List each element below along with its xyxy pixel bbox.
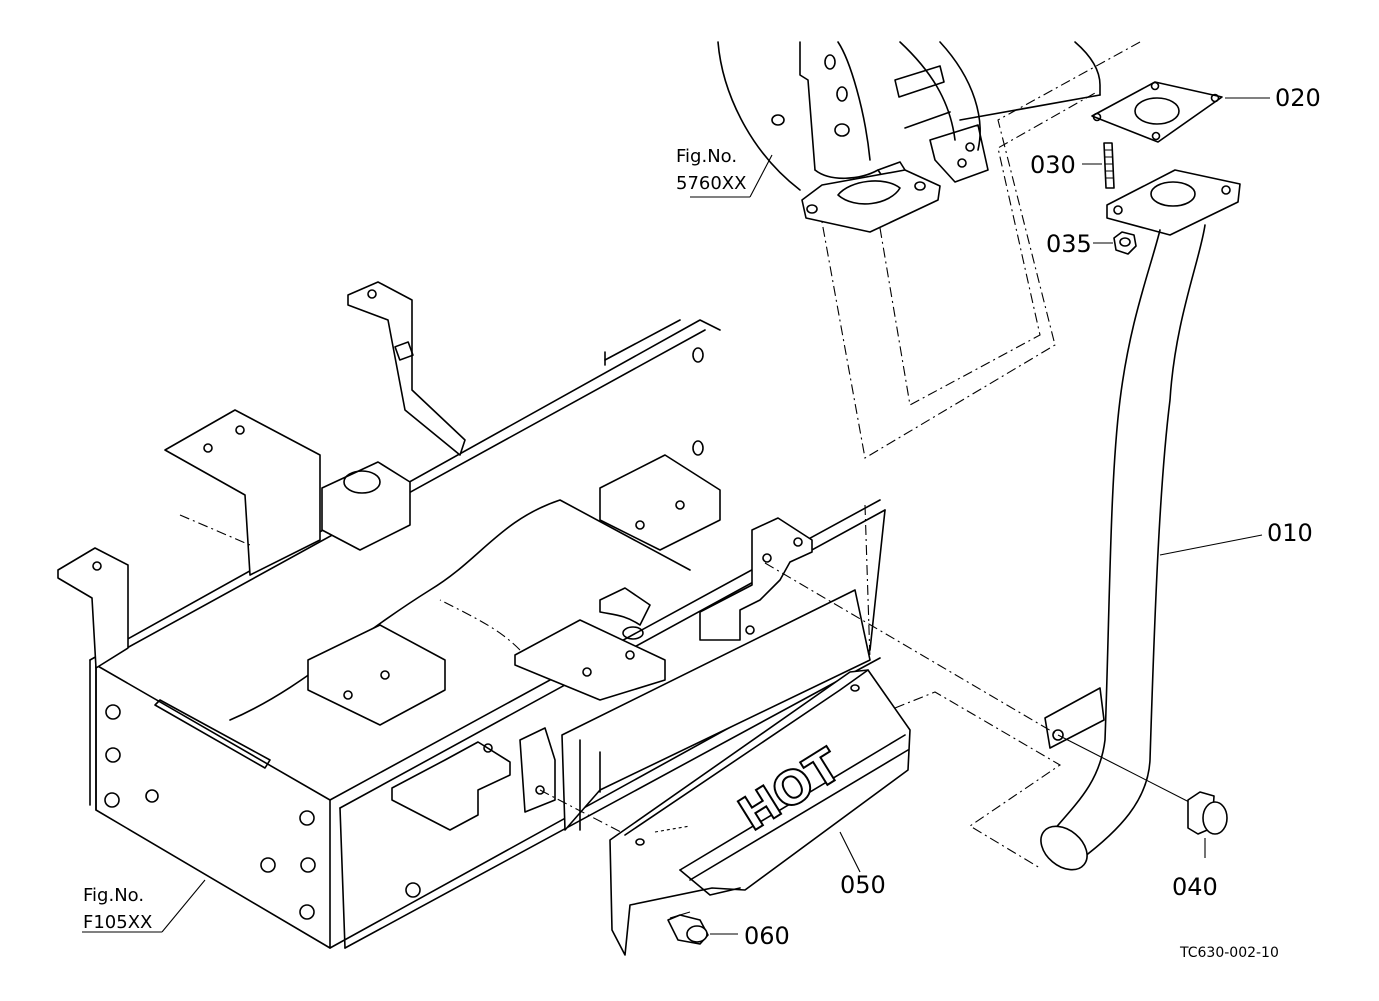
part-number-050: 050 [840, 871, 886, 899]
fig-ref-frame-line2: F105XX [83, 912, 152, 933]
bolt-040 [1187, 791, 1228, 858]
heat-shield-050: HOT [609, 669, 1062, 956]
machine-frame [57, 281, 1059, 949]
stud-030 [1082, 142, 1115, 189]
bolt-060 [667, 911, 738, 945]
part-number-010: 010 [1267, 519, 1313, 547]
part-number-060: 060 [744, 922, 790, 950]
nut-035 [1093, 231, 1137, 255]
fig-ref-frame-line1: Fig.No. [83, 885, 144, 906]
gasket-020 [1091, 81, 1270, 143]
part-number-030: 030 [1030, 151, 1076, 179]
fig-ref-muffler-line1: Fig.No. [676, 146, 737, 167]
part-number-040: 040 [1172, 873, 1218, 901]
part-number-020: 020 [1275, 84, 1321, 112]
muffler-assembly [717, 41, 1141, 459]
fig-ref-muffler-line2: 5760XX [676, 173, 746, 194]
drawing-code: TC630-002-10 [1179, 945, 1279, 961]
exhaust-pipe-010 [1040, 169, 1263, 871]
part-number-035: 035 [1046, 230, 1092, 258]
